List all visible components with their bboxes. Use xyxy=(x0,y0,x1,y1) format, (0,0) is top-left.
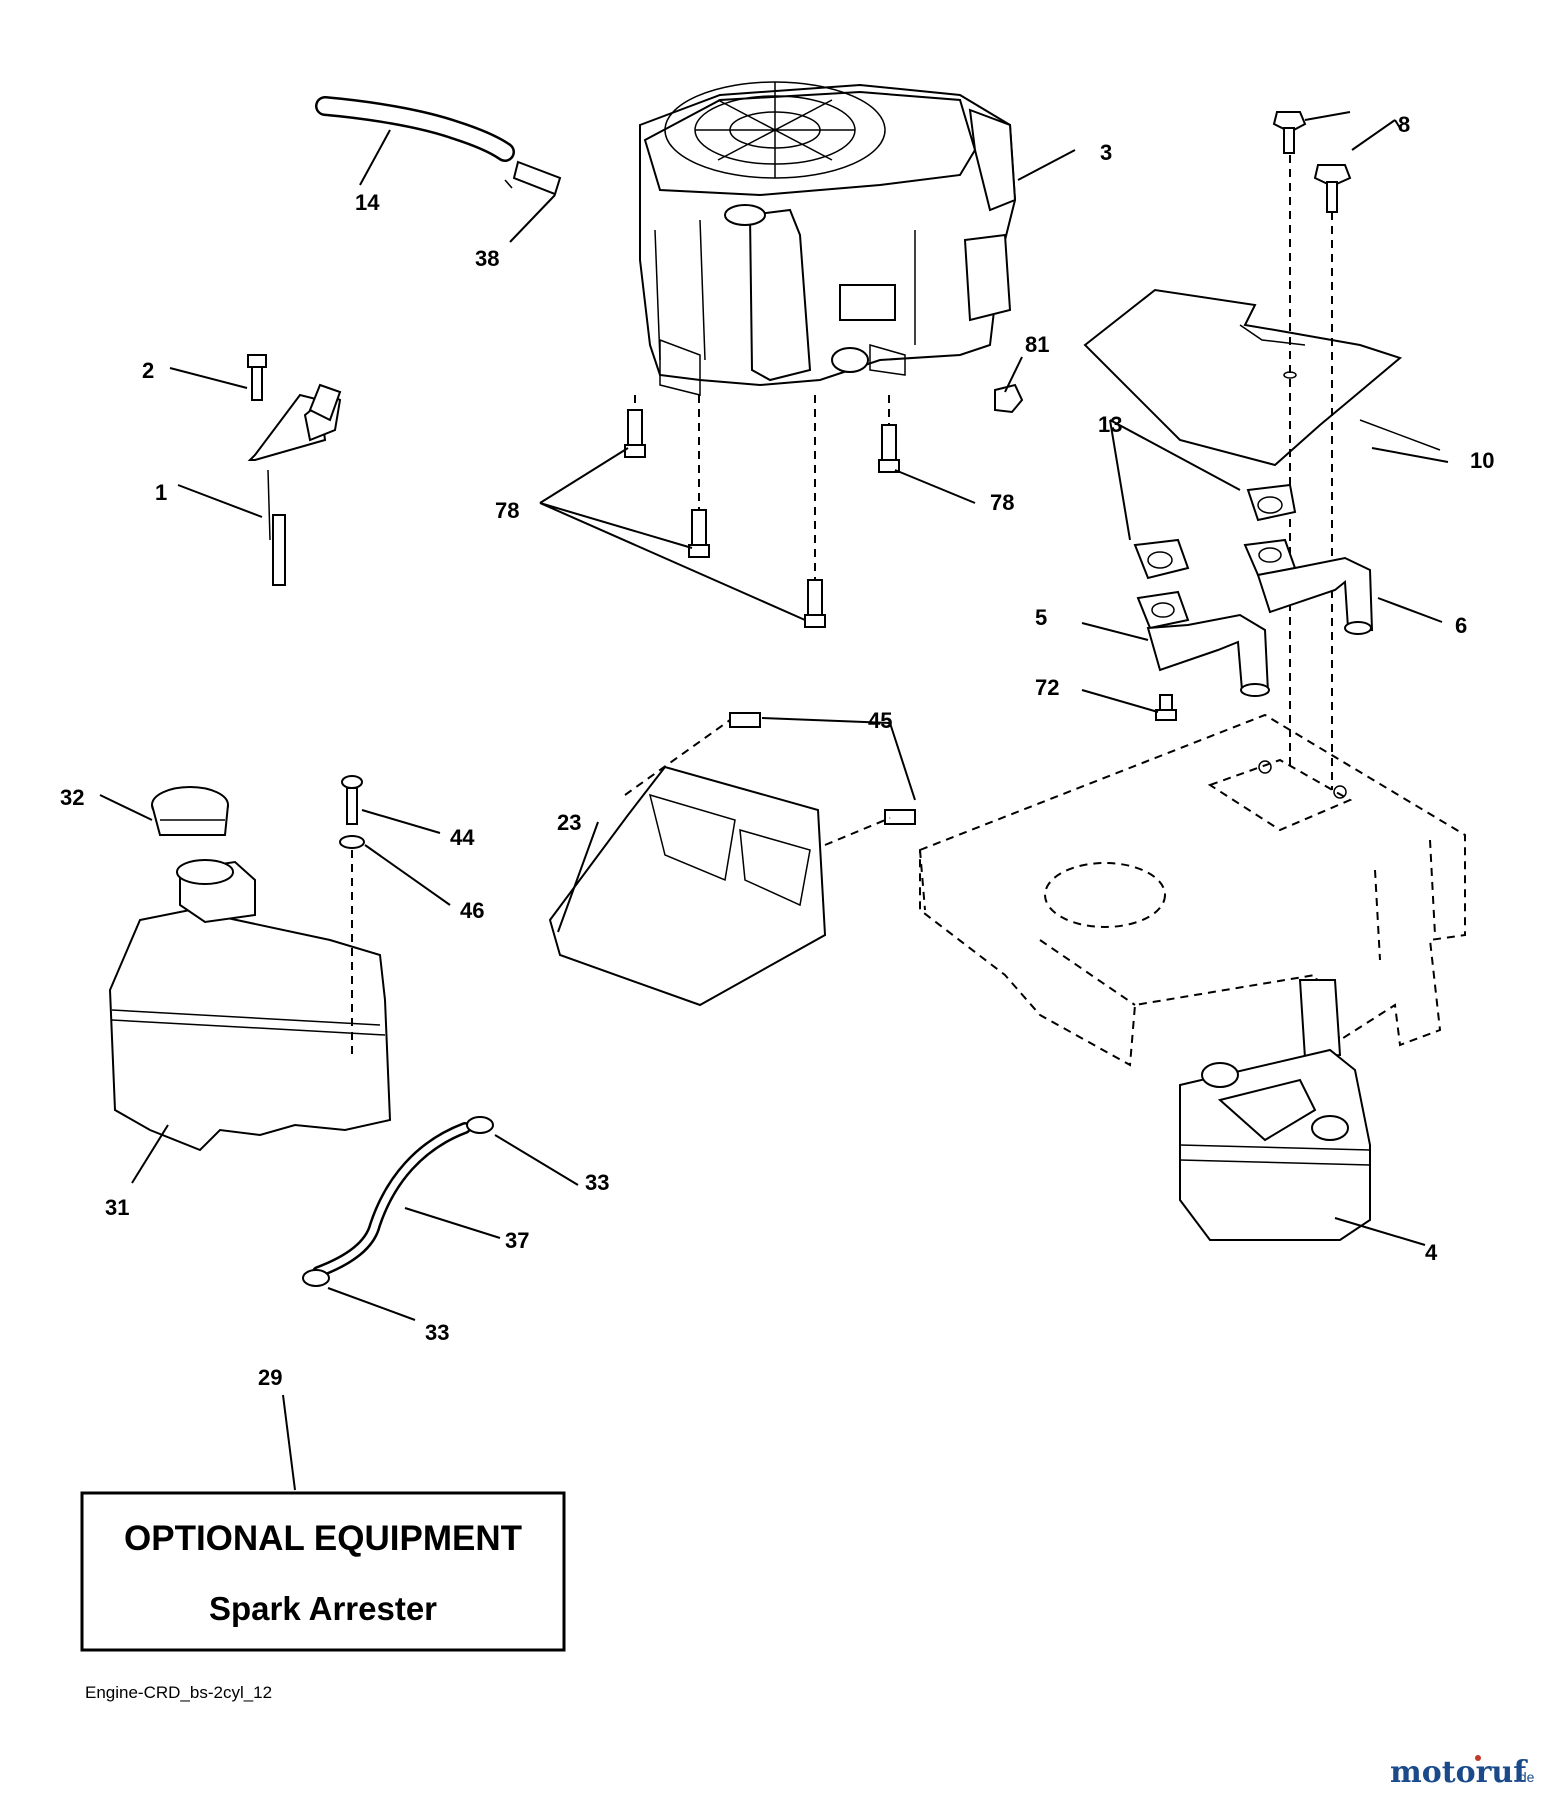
exhaust-pipe-icon[interactable] xyxy=(1133,483,1374,721)
callout-29: 29 xyxy=(258,1365,282,1390)
optional-equipment-title: OPTIONAL EQUIPMENT xyxy=(124,1519,522,1558)
fuel-tank-icon[interactable] xyxy=(108,786,392,1152)
leader-lines xyxy=(99,111,1449,1491)
fuel-hose-icon[interactable] xyxy=(302,1116,494,1287)
muffler-icon[interactable] xyxy=(1179,979,1371,1241)
mounting-bolts[interactable] xyxy=(624,383,1024,628)
callout-32: 32 xyxy=(60,785,84,810)
callout-13: 13 xyxy=(1098,412,1122,437)
callout-5: 5 xyxy=(1035,605,1047,630)
fuel-tank-fastener[interactable] xyxy=(339,775,365,1060)
mounting-plate-icon[interactable] xyxy=(548,712,916,1007)
optional-equipment-subtitle: Spark Arrester xyxy=(209,1590,437,1627)
engine-icon[interactable] xyxy=(639,81,1017,396)
callout-23: 23 xyxy=(557,810,581,835)
callout-3: 3 xyxy=(1100,140,1112,165)
heat-shield-icon[interactable] xyxy=(1083,111,1441,790)
diagram-code: Engine-CRD_bs-2cyl_12 xyxy=(85,1683,272,1702)
frame-icon xyxy=(919,713,1466,1067)
callout-72: 72 xyxy=(1035,675,1059,700)
callout-81: 81 xyxy=(1025,332,1049,357)
callout-44: 44 xyxy=(450,825,475,850)
callout-6: 6 xyxy=(1455,613,1467,638)
callout-14: 14 xyxy=(355,190,380,215)
callout-33-lower: 33 xyxy=(425,1320,449,1345)
svg-text:.de: .de xyxy=(1515,1769,1535,1785)
callout-45: 45 xyxy=(868,708,892,733)
callout-78-left: 78 xyxy=(495,498,519,523)
callout-38: 38 xyxy=(475,246,499,271)
callout-2: 2 xyxy=(142,358,154,383)
svg-text:motoruf: motoruf xyxy=(1390,1755,1528,1790)
callout-46: 46 xyxy=(460,898,484,923)
callout-8: 8 xyxy=(1398,112,1410,137)
callout-1: 1 xyxy=(155,480,167,505)
callout-4: 4 xyxy=(1425,1240,1438,1265)
callout-78-right: 78 xyxy=(990,490,1014,515)
callout-31: 31 xyxy=(105,1195,129,1220)
optional-equipment-box: OPTIONAL EQUIPMENT Spark Arrester xyxy=(80,1491,566,1652)
callout-10: 10 xyxy=(1470,448,1494,473)
callout-labels: 14 38 3 8 10 13 5 6 72 81 1 2 78 78 45 2… xyxy=(60,112,1494,1390)
callout-33-upper: 33 xyxy=(585,1170,609,1195)
watermark-logo: motoruf .de xyxy=(1390,1755,1535,1790)
fuel-line-icon[interactable] xyxy=(315,96,562,196)
bracket-icon[interactable] xyxy=(247,354,342,586)
callout-37: 37 xyxy=(505,1228,529,1253)
